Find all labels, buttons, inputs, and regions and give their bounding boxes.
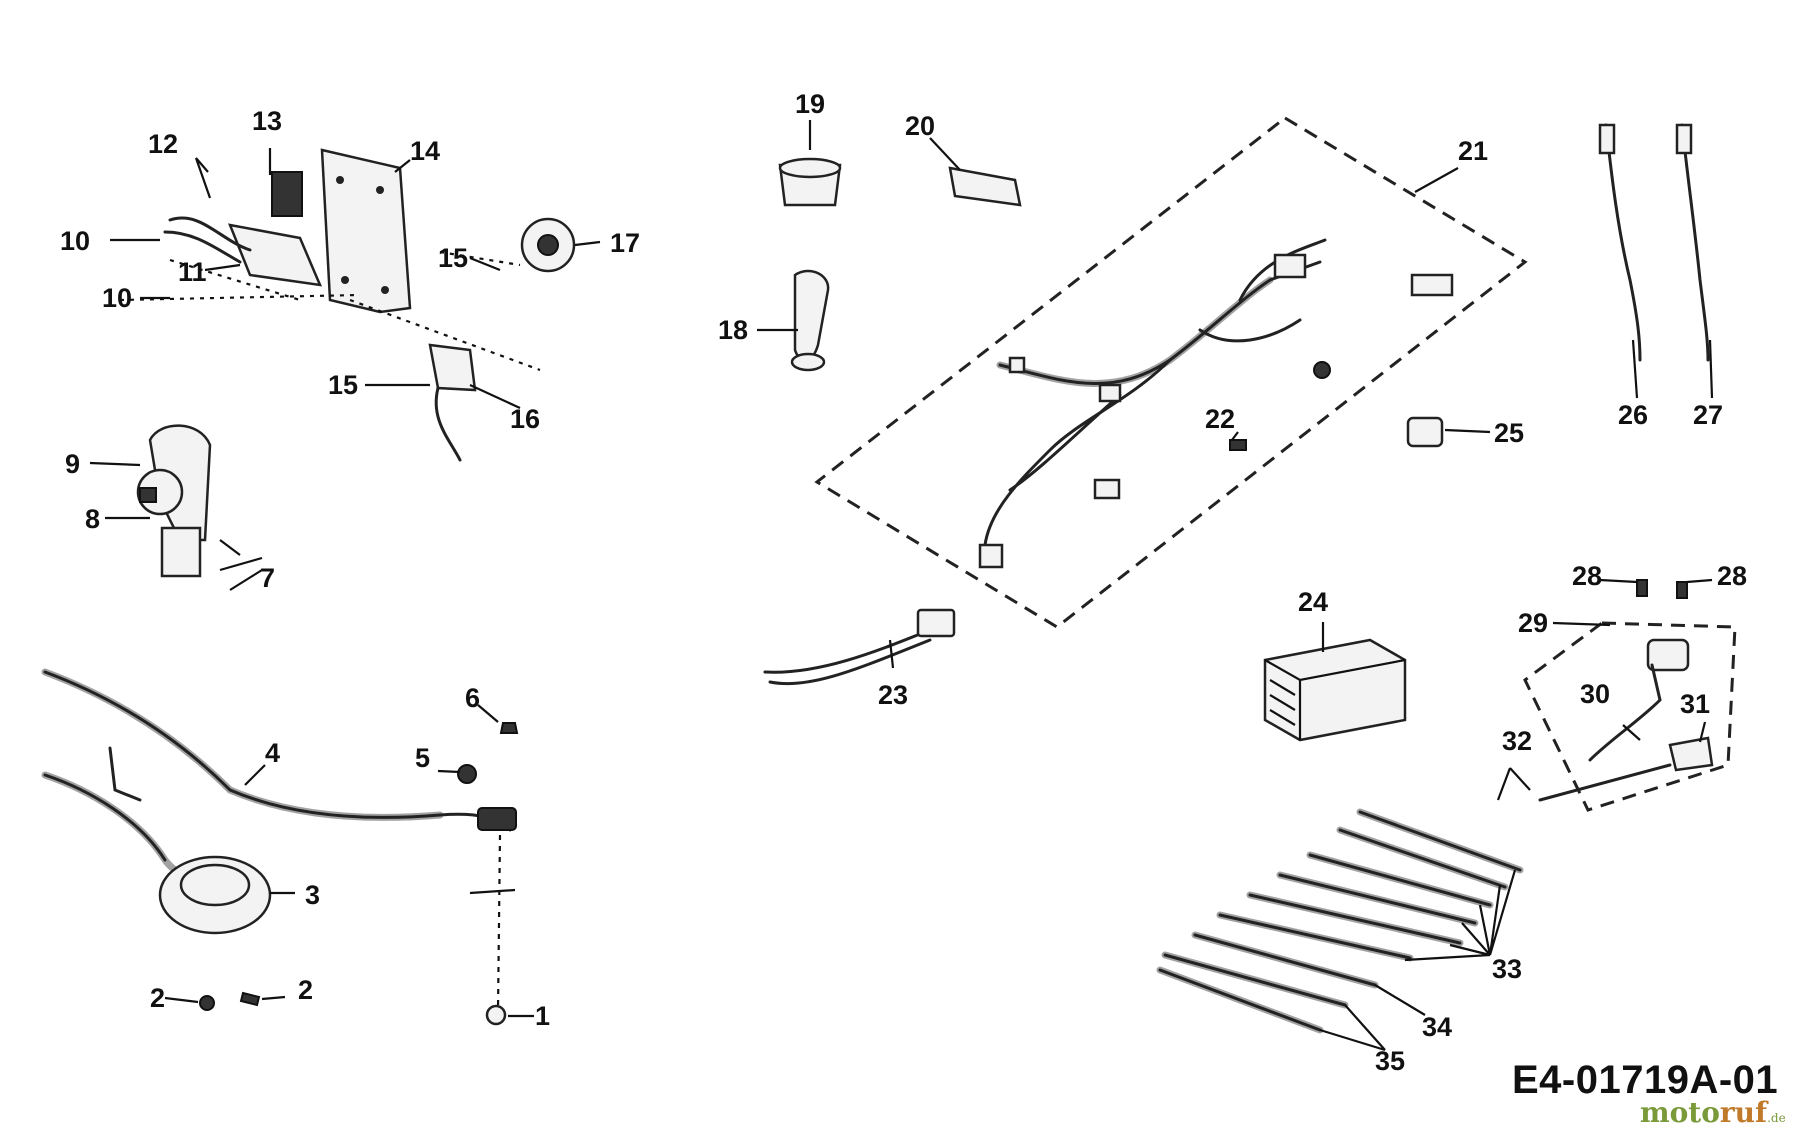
callout-28a: 28 (1572, 561, 1602, 591)
callout-24: 24 (1298, 587, 1328, 617)
callout-8: 8 (85, 504, 100, 534)
leader-lines (89, 120, 1714, 1052)
callout-labels: 1 2 2 3 4 5 6 7 8 9 10 10 11 12 13 14 15… (60, 89, 1747, 1076)
lower-left-harness-group (41, 668, 519, 1026)
battery-group (1263, 638, 1407, 742)
main-harness-group (814, 116, 1528, 629)
callout-25: 25 (1494, 418, 1524, 448)
watermark-part-b: ruf (1719, 1096, 1768, 1129)
watermark-part-a: moto (1640, 1096, 1720, 1129)
callout-17: 17 (610, 228, 640, 258)
callout-14: 14 (410, 136, 440, 166)
callout-10a: 10 (60, 226, 90, 256)
callout-21: 21 (1458, 136, 1488, 166)
callout-5: 5 (415, 743, 430, 773)
callout-2b: 2 (298, 975, 313, 1005)
callout-26: 26 (1618, 400, 1648, 430)
callout-23: 23 (878, 680, 908, 710)
callout-33: 33 (1492, 954, 1522, 984)
callout-15b: 15 (328, 370, 358, 400)
switch-assembly-group (136, 424, 241, 578)
adapter-harness-group (763, 608, 956, 686)
watermark-logo: motoruf.de (1640, 1096, 1786, 1129)
callout-22: 22 (1205, 404, 1235, 434)
callout-16: 16 (510, 404, 540, 434)
part-25-shape (1406, 416, 1444, 448)
callout-2a: 2 (150, 983, 165, 1013)
cables-26-27-group (1598, 123, 1710, 362)
callout-9: 9 (65, 449, 80, 479)
callout-31: 31 (1680, 689, 1710, 719)
cable-fan-group (1156, 808, 1524, 1034)
callout-12: 12 (148, 129, 178, 159)
callout-28b: 28 (1717, 561, 1747, 591)
callout-15a: 15 (438, 243, 468, 273)
callout-11: 11 (178, 257, 207, 287)
callout-3: 3 (305, 880, 320, 910)
watermark-part-c: .de (1767, 1111, 1786, 1125)
callout-30: 30 (1580, 679, 1610, 709)
callout-35: 35 (1375, 1046, 1405, 1076)
callout-1: 1 (535, 1001, 550, 1031)
center-top-parts-group (778, 157, 1022, 372)
callout-18: 18 (718, 315, 748, 345)
callout-13: 13 (252, 106, 282, 136)
callout-20: 20 (905, 111, 935, 141)
solenoid-group (1523, 579, 1737, 812)
callout-29: 29 (1518, 608, 1548, 638)
callout-19: 19 (795, 89, 825, 119)
callout-32: 32 (1502, 726, 1532, 756)
callout-7: 7 (260, 563, 275, 593)
callout-6: 6 (465, 683, 480, 713)
drawing-code: E4-01719A-01 (1512, 1058, 1779, 1102)
callout-4: 4 (265, 738, 280, 768)
callout-34: 34 (1422, 1012, 1452, 1042)
callout-10b: 10 (102, 283, 132, 313)
control-module-group (119, 148, 576, 462)
callout-27: 27 (1693, 400, 1723, 430)
